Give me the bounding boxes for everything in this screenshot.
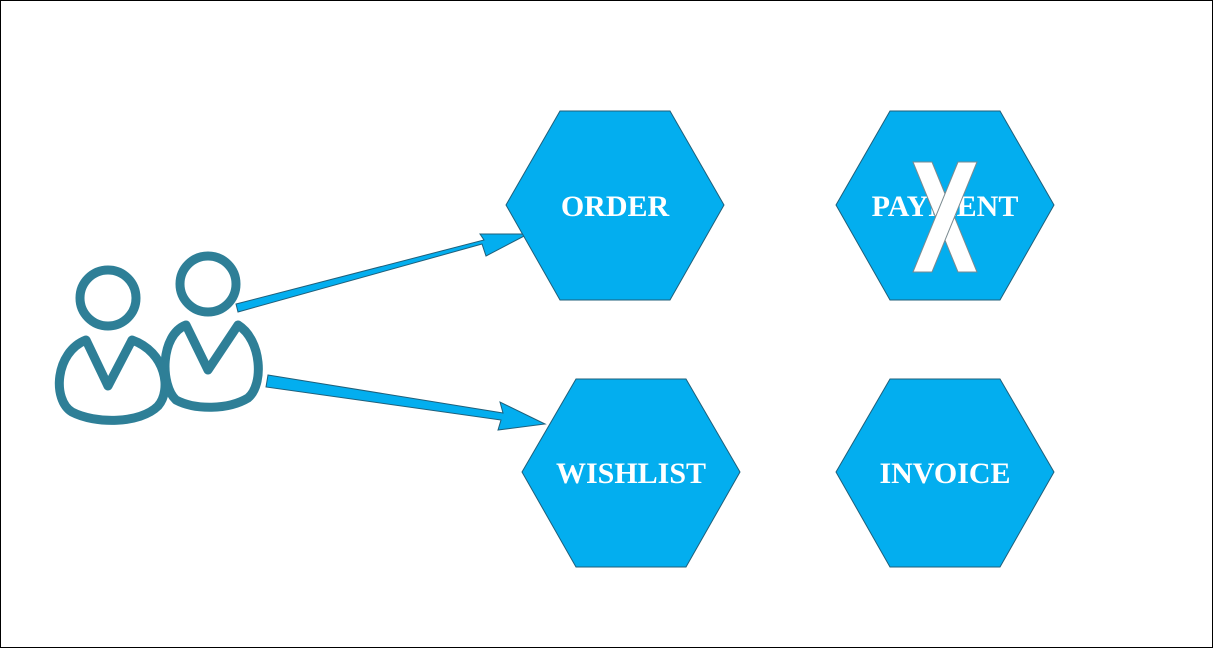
service-payment: PAYMENT: [835, 110, 1055, 301]
service-wishlist-hexagon: [521, 378, 741, 568]
service-invoice-hexagon: [835, 378, 1055, 568]
service-wishlist-label: WISHLIST: [556, 457, 706, 490]
service-order-label: ORDER: [561, 190, 670, 223]
users-icon: [54, 251, 263, 425]
service-order-hexagon: [505, 110, 725, 301]
service-invoice: INVOICE: [835, 378, 1055, 568]
service-invoice-label: INVOICE: [879, 457, 1010, 490]
arrow-to-order: [235, 233, 529, 313]
arrow-to-wishlist: [265, 374, 547, 431]
service-wishlist: WISHLIST: [521, 378, 741, 568]
x-cross-icon: [912, 161, 978, 273]
service-order: ORDER: [505, 110, 725, 301]
